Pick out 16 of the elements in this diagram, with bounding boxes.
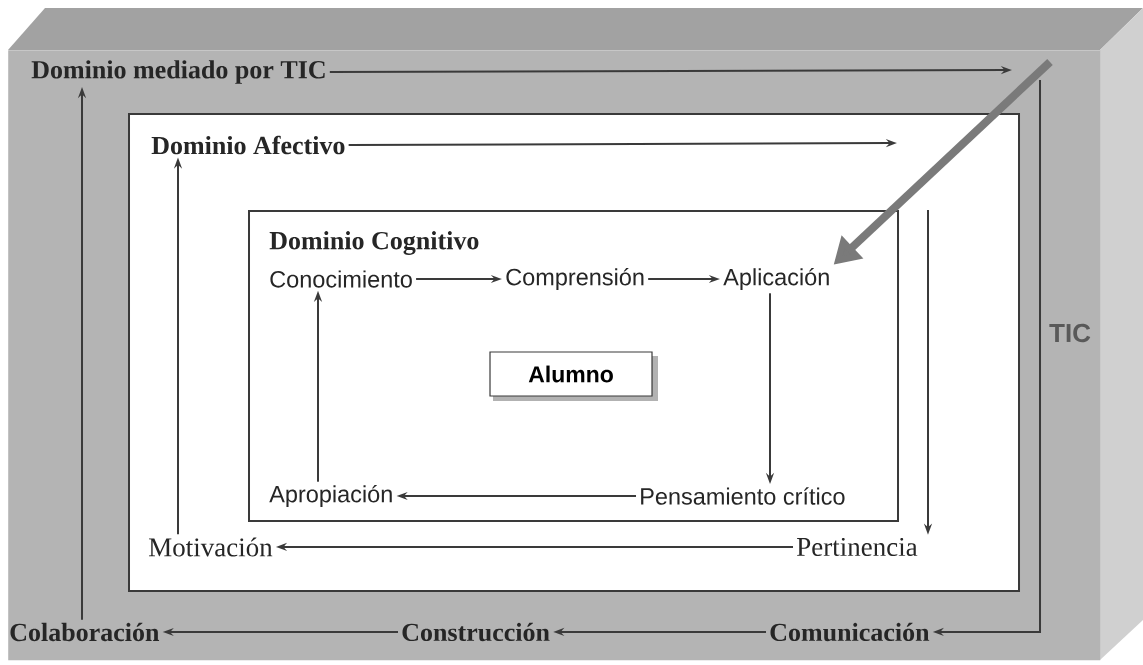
heading: Dominio Afectivo [151,135,345,155]
step-label: Motivación [149,537,273,557]
step-label: Comprensión [506,267,644,291]
side-label: TIC [1049,323,1091,343]
heading: Dominio mediado por TIC [31,60,325,84]
step-label: Apropiación [269,484,392,508]
step-label: Colaboración [10,622,160,642]
step-label: Construcción [402,622,550,642]
step-label: Aplicación [723,267,829,291]
center-box: Alumno [489,351,658,401]
heading: Dominio Cognitivo [269,231,479,255]
step-label: Pensamiento crítico [641,487,845,505]
step-label: Conocimiento [270,270,412,288]
step-label: Comunicación [770,622,930,642]
step-label: Pertinencia [797,537,918,557]
frame-box [248,210,899,522]
